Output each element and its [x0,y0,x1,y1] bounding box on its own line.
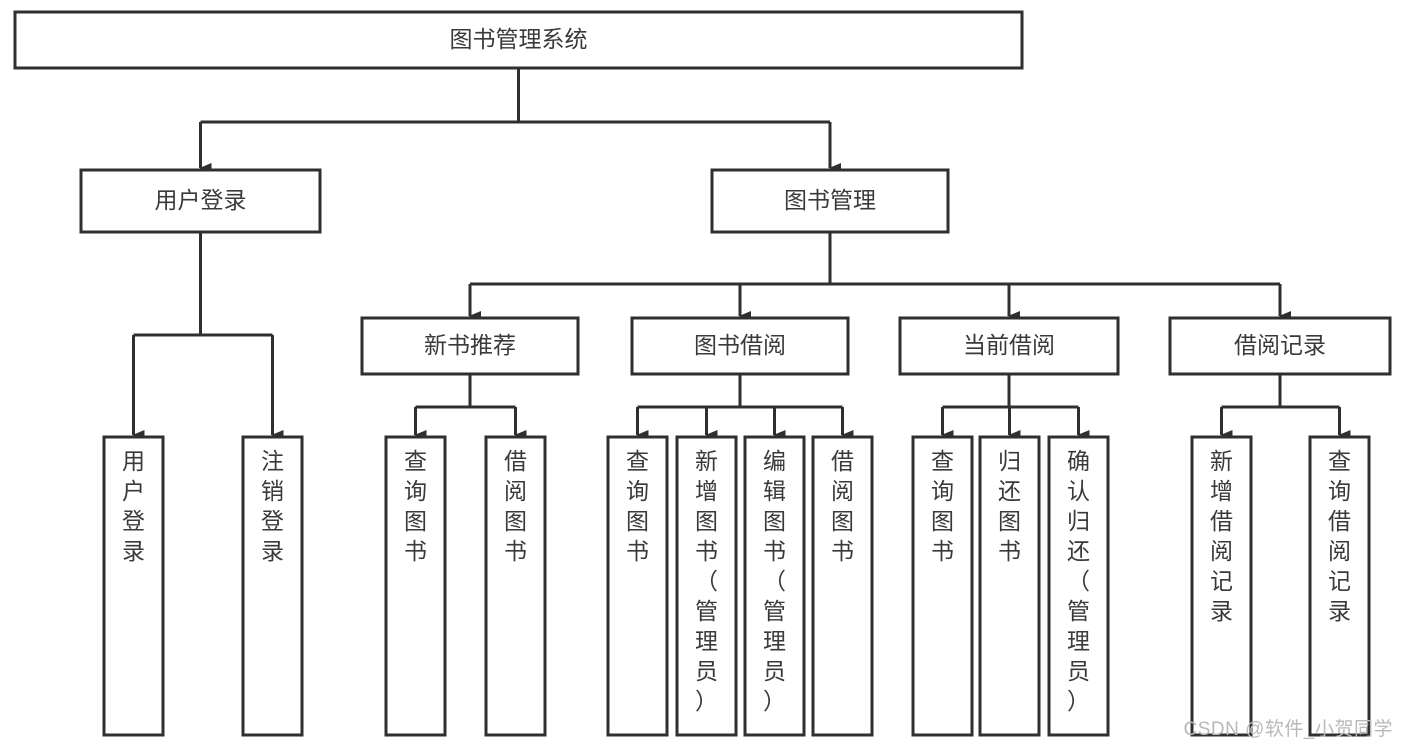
node-box-book-manage [710,168,950,234]
node-box-leaf-borrow-book-2 [811,435,874,737]
node-box-book-borrow [630,316,850,376]
node-label-leaf-confirm-return: 确认归还（管理员） [1067,448,1090,714]
node-box-leaf-add-book [675,435,738,737]
node-leaf-confirm-return[interactable]: 确认归还（管理员） [1047,435,1110,737]
node-label-user-login: 用户登录 [155,187,247,213]
connector-lines-group [132,68,1351,440]
node-label-borrow-record: 借阅记录 [1234,332,1326,358]
node-box-leaf-add-record [1190,435,1253,737]
node-borrow-record[interactable]: 借阅记录 [1168,316,1392,376]
node-leaf-return-book[interactable]: 归还图书 [978,435,1041,737]
node-leaf-borrow-book-2[interactable]: 借阅图书 [811,435,874,737]
node-box-leaf-query-book-1 [384,435,447,737]
node-box-borrow-record [1168,316,1392,376]
node-label-root: 图书管理系统 [450,26,588,52]
node-box-root [13,10,1024,70]
node-label-leaf-user-logout: 注销登录 [261,448,284,564]
node-book-borrow[interactable]: 图书借阅 [630,316,850,376]
node-label-current-borrow: 当前借阅 [963,332,1055,358]
node-box-current-borrow [898,316,1120,376]
node-box-leaf-query-record [1308,435,1371,737]
node-leaf-query-book-3[interactable]: 查询图书 [911,435,974,737]
node-box-leaf-edit-book [743,435,806,737]
node-label-book-manage: 图书管理 [784,187,876,213]
node-label-book-borrow: 图书借阅 [694,332,786,358]
node-current-borrow[interactable]: 当前借阅 [898,316,1120,376]
node-leaf-add-book[interactable]: 新增图书（管理员） [675,435,738,737]
node-leaf-query-book-1[interactable]: 查询图书 [384,435,447,737]
node-label-leaf-add-record: 新增借阅记录 [1210,448,1233,624]
node-label-leaf-query-book-1: 查询图书 [404,448,427,564]
node-leaf-query-record[interactable]: 查询借阅记录 [1308,435,1371,737]
node-label-leaf-query-book-2: 查询图书 [626,448,649,564]
node-box-user-login [79,168,322,234]
node-box-leaf-return-book [978,435,1041,737]
node-user-login[interactable]: 用户登录 [79,168,322,234]
node-leaf-user-logout[interactable]: 注销登录 [241,435,304,737]
node-box-leaf-query-book-2 [606,435,669,737]
node-label-leaf-borrow-book-1: 借阅图书 [504,448,527,564]
node-box-leaf-borrow-book-1 [484,435,547,737]
node-box-leaf-user-login [102,435,165,737]
node-label-leaf-borrow-book-2: 借阅图书 [831,448,854,564]
node-label-new-book-recommend: 新书推荐 [424,332,516,358]
node-box-leaf-query-book-3 [911,435,974,737]
node-boxes-group: 图书管理系统用户登录图书管理新书推荐图书借阅当前借阅借阅记录用户登录注销登录查询… [13,10,1392,737]
node-label-leaf-query-record: 查询借阅记录 [1328,448,1351,624]
node-leaf-edit-book[interactable]: 编辑图书（管理员） [743,435,806,737]
node-box-leaf-confirm-return [1047,435,1110,737]
node-box-leaf-user-logout [241,435,304,737]
node-leaf-add-record[interactable]: 新增借阅记录 [1190,435,1253,737]
node-leaf-query-book-2[interactable]: 查询图书 [606,435,669,737]
node-label-leaf-edit-book: 编辑图书（管理员） [763,448,786,714]
node-box-new-book-recommend [360,316,580,376]
node-label-leaf-add-book: 新增图书（管理员） [695,448,718,714]
node-label-leaf-query-book-3: 查询图书 [931,448,954,564]
node-label-leaf-return-book: 归还图书 [998,448,1021,564]
node-new-book-recommend[interactable]: 新书推荐 [360,316,580,376]
node-leaf-borrow-book-1[interactable]: 借阅图书 [484,435,547,737]
node-label-leaf-user-login: 用户登录 [122,448,145,564]
node-root[interactable]: 图书管理系统 [13,10,1024,70]
node-book-manage[interactable]: 图书管理 [710,168,950,234]
node-leaf-user-login[interactable]: 用户登录 [102,435,165,737]
